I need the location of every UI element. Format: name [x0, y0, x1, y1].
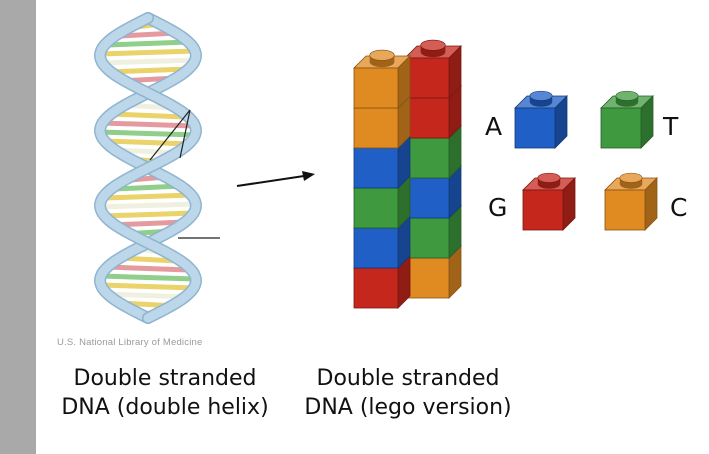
lego-caption-line1: Double stranded	[316, 366, 500, 391]
base-pair-rung	[105, 66, 191, 75]
base-pair-rung	[97, 129, 199, 138]
base-pair-rung	[99, 210, 197, 219]
legend-brick-c	[604, 172, 658, 231]
base-pair-rung	[105, 291, 191, 300]
lego-caption-line2: DNA (lego version)	[304, 395, 512, 420]
image-credit: U.S. National Library of Medicine	[57, 337, 203, 348]
left-sidebar-bar	[0, 0, 36, 454]
base-pair-rung	[108, 111, 188, 120]
base-label-t: T	[663, 112, 679, 141]
base-pair-rung	[105, 264, 191, 273]
helix-caption-line1: Double stranded	[73, 366, 257, 391]
base-pair-rung	[105, 39, 191, 48]
pointer-lines	[149, 109, 220, 239]
base-pair-rung	[98, 273, 198, 282]
base-pair-rung	[97, 201, 199, 210]
legend-brick-g	[522, 172, 576, 231]
arrow-helix-to-lego	[236, 171, 315, 187]
base-label-c: C	[670, 193, 688, 222]
base-pair-rung	[99, 120, 197, 129]
helix-strand-2	[95, 13, 201, 323]
base-legend-bricks	[514, 90, 658, 231]
base-pair-rung	[102, 138, 194, 147]
lego-dna-stack	[353, 39, 462, 309]
helix-caption-line2: DNA (double helix)	[61, 395, 269, 420]
base-pair-rung	[102, 192, 194, 201]
lego-caption: Double stranded DNA (lego version)	[290, 364, 526, 422]
base-pair-rung	[98, 57, 198, 66]
base-pair-rung	[98, 48, 198, 57]
legend-brick-t	[600, 90, 654, 149]
base-label-g: G	[488, 193, 508, 222]
lego-brick-left-c	[353, 49, 411, 109]
legend-brick-a	[514, 90, 568, 149]
base-pair-rung	[112, 183, 184, 192]
lego-brick-right-g	[404, 39, 462, 99]
base-pair-rung	[98, 282, 198, 291]
base-label-a: A	[485, 112, 503, 141]
helix-caption: Double stranded DNA (double helix)	[54, 364, 276, 422]
